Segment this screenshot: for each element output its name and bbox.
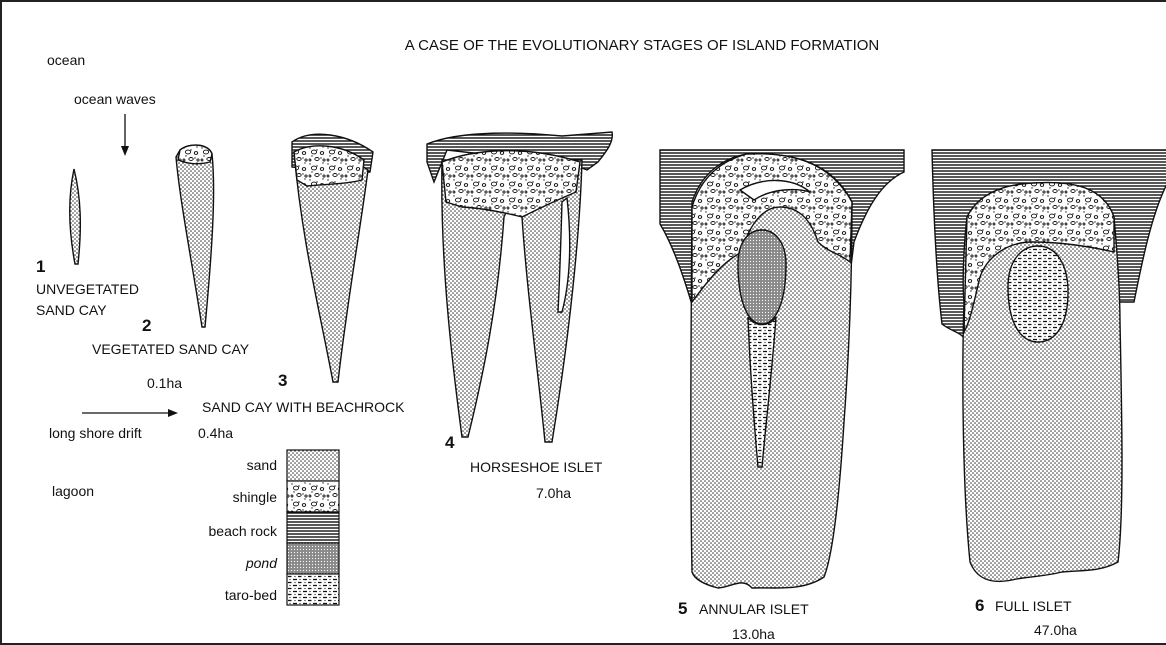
lagoon-label: lagoon [52,483,94,499]
stage-3-number: 3 [278,371,287,390]
legend-swatch-taro-bed [287,574,339,605]
stage-4-shape [427,132,612,442]
legend-label-beach-rock: beach rock [209,523,278,539]
stage-3-shape [292,134,373,382]
stage-3-name: SAND CAY WITH BEACHROCK [202,399,405,415]
stage-6-shape [932,150,1166,581]
ocean-waves-arrow [121,114,129,156]
stage-1-shape [70,169,81,264]
stage-2-shape [176,145,214,327]
stage-4-name: HORSESHOE ISLET [470,459,603,475]
legend-swatch-sand [287,450,339,481]
legend-label-sand: sand [247,457,277,473]
stage-2-number: 2 [142,316,151,335]
stage-1-name-line1: UNVEGETATED [36,281,139,297]
stage-4-number: 4 [445,433,455,452]
stage-6-number: 6 [975,596,984,615]
legend-swatch-pond [287,543,339,574]
ocean-waves-label: ocean waves [74,91,156,107]
legend-label-taro-bed: taro-bed [225,587,277,603]
stage-4-area: 7.0ha [536,485,571,501]
stage-1-number: 1 [36,257,45,276]
legend: sand shingle beach rock pond taro-bed [209,450,339,605]
stage-5-name: ANNULAR ISLET [699,601,809,617]
stage-3-area: 0.4ha [198,425,233,441]
stage-5-number: 5 [678,599,687,618]
long-shore-drift-label: long shore drift [49,425,142,441]
ocean-label: ocean [47,52,85,68]
legend-swatch-beach-rock [287,512,339,543]
stage-6-area: 47.0ha [1034,622,1077,638]
stage-2-area: 0.1ha [147,375,182,391]
stage-5-shape [660,150,904,588]
legend-swatch-shingle [287,481,339,512]
stage-2-name: VEGETATED SAND CAY [92,341,250,357]
diagram-title: A CASE OF THE EVOLUTIONARY STAGES OF ISL… [405,37,880,54]
stage-6-name: FULL ISLET [995,598,1072,614]
stage-1-name-line2: SAND CAY [36,302,107,318]
legend-label-shingle: shingle [233,489,278,505]
legend-label-pond: pond [245,555,278,571]
stage-5-area: 13.0ha [732,626,775,642]
long-shore-drift-arrow [82,409,178,417]
